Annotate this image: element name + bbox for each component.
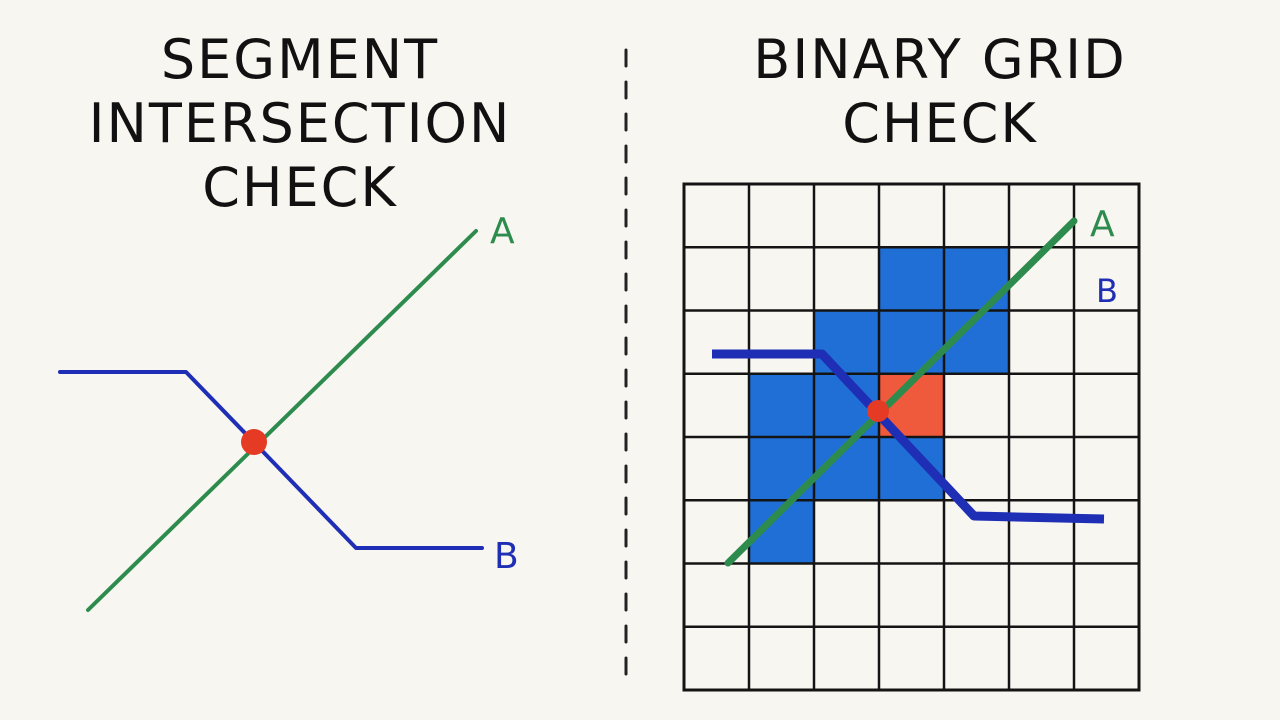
title-line: CHECK xyxy=(842,92,1038,155)
title-line: CHECK xyxy=(202,156,398,219)
segment-a-line xyxy=(724,217,1078,567)
segment-a-label: A xyxy=(490,211,515,252)
segment-b-line xyxy=(58,370,484,550)
segment-intersection-panel: A B xyxy=(58,211,519,612)
segment-intersection-title: SEGMENT INTERSECTION CHECK xyxy=(40,28,560,220)
intersection-point xyxy=(241,429,267,455)
binary-grid-panel: A B xyxy=(682,182,1141,692)
occupied-cell xyxy=(944,247,1009,311)
segment-b-line xyxy=(712,349,1105,524)
occupied-cell xyxy=(749,373,814,437)
segment-a-label: A xyxy=(1090,204,1115,245)
segment-b-label: B xyxy=(1096,272,1118,310)
occupied-cell xyxy=(814,310,879,374)
grid-lines xyxy=(684,184,1139,690)
title-line: INTERSECTION xyxy=(88,92,512,155)
segment-a-line xyxy=(86,229,478,612)
occupied-cell xyxy=(879,310,944,374)
grid-border xyxy=(682,182,1141,692)
title-line: BINARY GRID xyxy=(753,28,1127,91)
occupied-cell xyxy=(879,247,944,311)
binary-grid-title: BINARY GRID CHECK xyxy=(690,28,1190,156)
segment-b-label: B xyxy=(494,536,519,577)
title-line: SEGMENT xyxy=(160,28,440,91)
intersection-point xyxy=(867,400,889,422)
